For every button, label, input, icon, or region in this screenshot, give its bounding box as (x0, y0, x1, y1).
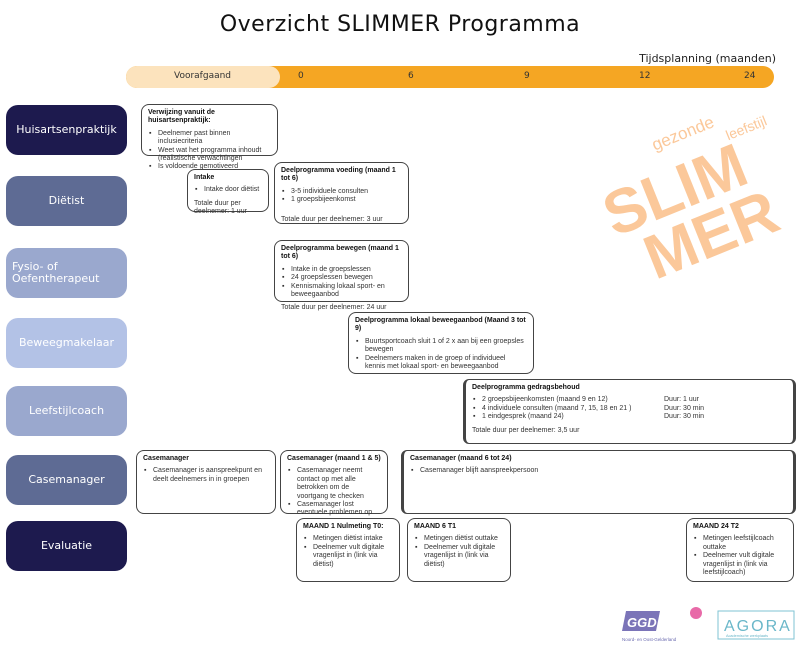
list-item: Kennismaking lokaal sport- en beweegaanb… (281, 283, 402, 300)
agora-logo-frame (717, 610, 795, 640)
ggd-logo-text: GGD (627, 615, 657, 630)
item-text: 1 eindgesprek (maand 24) (482, 413, 564, 421)
ggd-logo-shape (622, 611, 660, 631)
box-title: MAAND 1 Nulmeting T0: (303, 523, 384, 530)
box-casemanager: Casemanager Casemanager is aanspreekpunt… (136, 450, 276, 514)
box-lokaal-beweegaanbod: Deelprogramma lokaal beweegaanbod (Maand… (348, 312, 534, 374)
timeline-tick: 6 (408, 71, 414, 81)
list-item: 3-5 individuele consulten (281, 188, 402, 197)
list-item: Metingen diëtist outtake (414, 535, 504, 544)
page-title: Overzicht SLIMMER Programma (219, 12, 581, 37)
box-title: MAAND 6 T1 (414, 523, 457, 530)
box-title: Casemanager (maand 6 tot 24) (410, 455, 512, 462)
badge-icon (690, 607, 702, 619)
box-deelprogramma-bewegen: Deelprogramma bewegen (maand 1 tot 6) In… (274, 240, 409, 311)
box-footer: Totale duur per deelnemer: 1 uur (194, 199, 247, 216)
timeline-pre-label: Voorafgaand (174, 71, 232, 81)
partner-logos: GGD Noord- en Oost-Gelderland AGORA Acad… (622, 607, 795, 642)
timeline-tick: 12 (639, 71, 651, 81)
agora-logo-text: AGORA (724, 618, 792, 635)
item-text: 4 individuele consulten (maand 7, 15, 18… (482, 404, 632, 412)
role-fysiotherapeut: Fysio- of Oefentherapeut (6, 248, 127, 298)
box-title: Intake (194, 174, 215, 181)
role-dietist: Diëtist (6, 176, 127, 226)
list-item: Metingen diëtist intake (303, 535, 393, 544)
list-item: Buurtsportcoach sluit 1 of 2 x aan bij e… (355, 338, 527, 355)
ggd-logo-subtitle: Noord- en Oost-Gelderland (622, 637, 677, 642)
list-item: 4 individuele consulten (maand 7, 15, 18… (472, 404, 787, 414)
agora-logo: AGORA Academische werkplaats (717, 610, 795, 640)
box-footer: Totale duur per deelnemer: 3,5 uur (472, 426, 580, 434)
role-huisartsenpraktijk: Huisartsenpraktijk (6, 105, 127, 155)
list-item: Deelnemer past binnen inclusiecriteria (148, 130, 271, 147)
box-title: Verwijzing vanuit de huisartsenpraktijk: (148, 109, 215, 125)
box-maand-24-t2: MAAND 24 T2 Metingen leefstijlcoach outt… (686, 518, 794, 582)
timeline-tick: 24 (744, 71, 756, 81)
list-item: Casemanager blijft aanspreekpersoon (410, 467, 787, 476)
list-item: 1 eindgesprek (maand 24) Duur: 30 min (472, 413, 787, 422)
list-item: 24 groepslessen bewegen (281, 274, 402, 283)
box-casemanager-maand-6-24: Casemanager (maand 6 tot 24) Casemanager… (401, 450, 796, 514)
box-title: MAAND 24 T2 (693, 523, 739, 530)
box-casemanager-maand-1-5: Casemanager (maand 1 & 5) Casemanager ne… (280, 450, 388, 516)
list-item: Intake in de groepslessen (281, 266, 402, 275)
list-item: Is voldoende gemotiveerd (148, 163, 271, 172)
box-title: Deelprogramma bewegen (maand 1 tot 6) (281, 245, 399, 261)
list-item: Weet wat het programma inhoudt (realisti… (148, 147, 271, 164)
role-leefstijlcoach: Leefstijlcoach (6, 386, 127, 436)
list-item: Deelnemer vult digitale vragenlijst in (… (414, 544, 504, 569)
timeline-tick: 0 (298, 71, 304, 81)
box-title: Deelprogramma gedragsbehoud (472, 384, 580, 391)
box-verwijzing: Verwijzing vanuit de huisartsenpraktijk:… (141, 104, 278, 172)
list-item: Casemanager neemt contact op met alle be… (287, 467, 381, 501)
role-casemanager: Casemanager (6, 455, 127, 505)
timeline-label: Tijdsplanning (maanden) (639, 52, 776, 65)
box-gedragsbehoud: Deelprogramma gedragsbehoud 2 groepsbije… (463, 379, 796, 444)
list-item: Deelnemer vult digitale vragenlijst in (… (693, 552, 787, 577)
item-duration: Duur: 30 min (664, 404, 705, 412)
list-item: Deelnemer vult digitale vragenlijst in (… (303, 544, 393, 569)
box-footer: Totale duur per deelnemer: 24 uur (281, 304, 387, 312)
box-deelprogramma-voeding: Deelprogramma voeding (maand 1 tot 6) 3-… (274, 162, 409, 224)
agora-logo-subtitle: Academische werkplaats (726, 634, 768, 638)
role-beweegmakelaar: Beweegmakelaar (6, 318, 127, 368)
ggd-logo: GGD Noord- en Oost-Gelderland (622, 611, 677, 642)
list-item: Metingen leefstijlcoach outtake (693, 535, 787, 552)
list-item: Deelnemers maken in de groep of individu… (355, 355, 527, 372)
item-duration: Duur: 1 uur (664, 396, 700, 404)
role-evaluatie: Evaluatie (6, 521, 127, 571)
list-item: Casemanager is aanspreekpunt en deelt de… (143, 467, 269, 484)
box-title: Casemanager (143, 455, 189, 462)
list-item: 2 groepsbijeenkomsten (maand 9 en 12) Duu… (472, 396, 787, 405)
box-intake: Intake Intake door diëtist Totale duur p… (187, 169, 269, 215)
timeline-tick: 9 (524, 71, 530, 81)
list-item: Casemanager lost eventuele problemen op (287, 501, 381, 518)
box-title: Casemanager (maand 1 & 5) (287, 455, 381, 462)
box-title: Deelprogramma voeding (maand 1 tot 6) (281, 167, 396, 183)
item-text: 2 groepsbijeenkomsten (maand 9 en 12) (482, 396, 608, 404)
box-maand-6-t1: MAAND 6 T1 Metingen diëtist outtake Deel… (407, 518, 511, 582)
box-title: Deelprogramma lokaal beweegaanbod (Maand… (355, 317, 526, 333)
list-item: Intake door diëtist (194, 186, 262, 195)
box-footer: Totale duur per deelnemer: 3 uur (281, 215, 383, 223)
timeline-pre-segment (126, 66, 280, 88)
slimmer-brand-logo: SLIM MER gezonde leefstijl (598, 112, 788, 290)
box-maand-1-nulmeting: MAAND 1 Nulmeting T0: Metingen diëtist i… (296, 518, 400, 582)
timeline-bar: Voorafgaand 0 6 9 12 24 (126, 66, 774, 88)
brand-tag-leefstijl: leefstijl (723, 112, 769, 143)
list-item: 1 groepsbijeenkomst (281, 196, 402, 205)
item-duration: Duur: 30 min (664, 413, 705, 421)
